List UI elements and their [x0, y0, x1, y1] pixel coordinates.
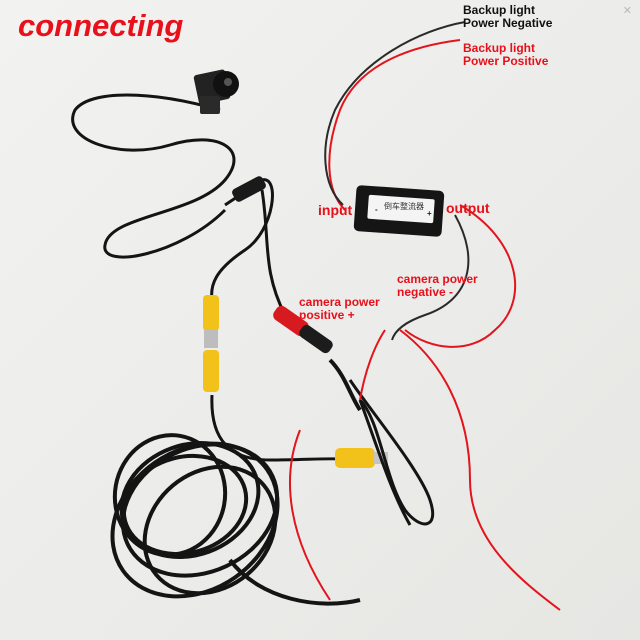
camera-cable: [71, 93, 362, 466]
output-label: output: [446, 200, 490, 216]
label-line: positive +: [299, 307, 355, 322]
power-plug: [273, 305, 362, 412]
label-line: Backup light: [463, 41, 536, 55]
backup-light-positive-label: Backup light Power Positive: [463, 42, 548, 67]
camera-power-negative-label: camera power negative -: [397, 273, 478, 298]
module-minus-label: -: [375, 205, 378, 214]
input-label: input: [318, 202, 353, 218]
module-plus-label: +: [427, 209, 432, 218]
black-wire: [324, 21, 470, 341]
rectifier-module: [353, 185, 445, 237]
backup-light-negative-label: Backup light Power Negative: [463, 4, 552, 29]
close-icon: ✕: [622, 4, 632, 17]
module-printed-text: 倒车整流器: [384, 202, 424, 211]
page-title: connecting: [18, 8, 184, 43]
coiled-video-cable: [110, 433, 361, 606]
label-line: camera power: [299, 295, 380, 309]
camera-unit: [193, 69, 239, 114]
power-cable-loop: [348, 379, 435, 526]
camera-power-positive-label: camera power positive +: [299, 296, 380, 321]
cable-junction: [232, 176, 266, 202]
label-line: Power Positive: [463, 53, 549, 68]
label-line: negative -: [397, 284, 454, 299]
red-wires: [289, 39, 561, 611]
rca-connectors: [203, 295, 388, 468]
label-line: Power Negative: [463, 15, 553, 30]
label-line: camera power: [397, 272, 478, 286]
label-line: Backup light: [463, 3, 536, 17]
